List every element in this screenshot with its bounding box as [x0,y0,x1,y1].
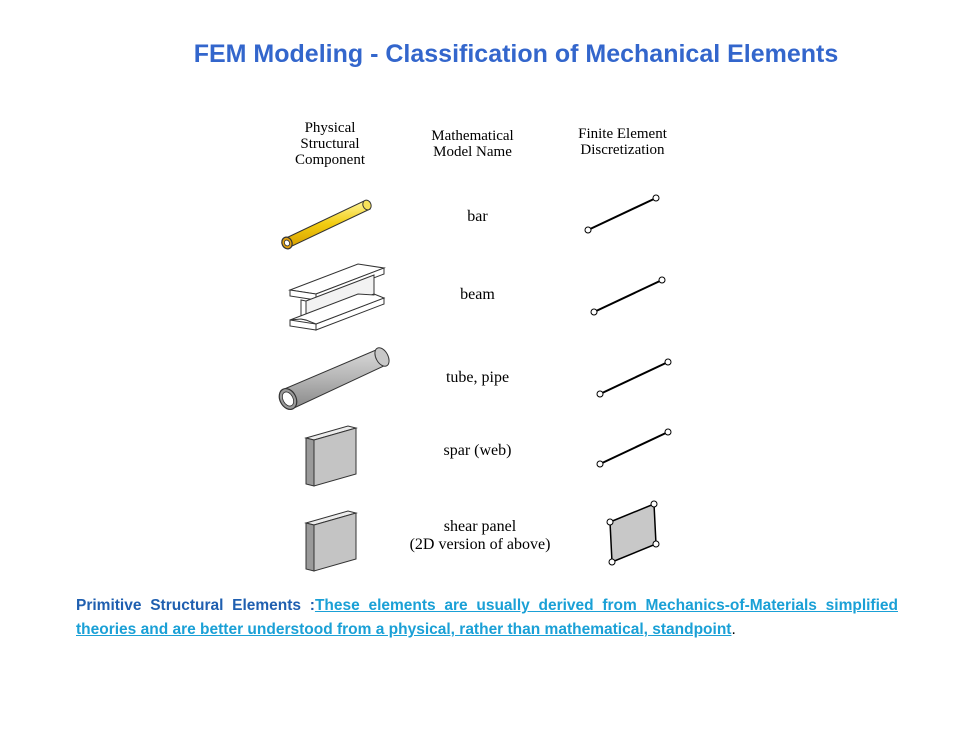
description-link[interactable]: These elements are usually derived from … [76,597,898,638]
i-beam-icon [288,263,386,331]
model-name-tube-pipe: tube, pipe [415,369,540,387]
header-line: Component [295,152,365,168]
header-line: Discretization [580,142,665,158]
yellow-rod-icon [281,199,372,250]
model-name-line: shear panel [443,518,517,535]
element-classification-figure: Physical Structural Component Mathematic… [270,112,710,582]
line-element-icon [584,194,660,234]
header-fe-discretization: Finite Element Discretization [555,126,690,158]
model-name-line: tube, pipe [445,369,510,386]
header-line: Physical [304,120,356,136]
period: . [731,621,736,638]
model-name-bar: bar [415,208,540,226]
lead-term: Primitive Structural Elements [76,597,302,614]
header-math-model: Mathematical Model Name [410,128,535,160]
header-line: Model Name [433,144,512,160]
model-name-shear-panel: shear panel (2D version of above) [390,518,570,554]
pipe-icon [278,347,390,411]
plate-icon [304,510,358,572]
header-line: Structural [300,136,360,152]
line-element-icon [590,276,666,316]
header-line: Mathematical [431,128,514,144]
header-line: Finite Element [578,126,667,142]
plate-icon [304,425,358,487]
model-name-spar-web: spar (web) [415,442,540,460]
page-title: FEM Modeling - Classification of Mechani… [193,40,839,68]
description-paragraph: Primitive Structural Elements :These ele… [76,594,898,642]
model-name-line: bar [467,208,488,225]
separator: : [301,597,315,614]
quad-panel-icon [606,500,660,566]
model-name-line: beam [460,286,495,303]
line-element-icon [596,358,672,398]
model-name-line: spar (web) [443,442,512,459]
header-physical-component: Physical Structural Component [270,120,390,168]
line-element-icon [596,428,672,468]
model-name-beam: beam [415,286,540,304]
model-name-line: (2D version of above) [409,536,551,553]
